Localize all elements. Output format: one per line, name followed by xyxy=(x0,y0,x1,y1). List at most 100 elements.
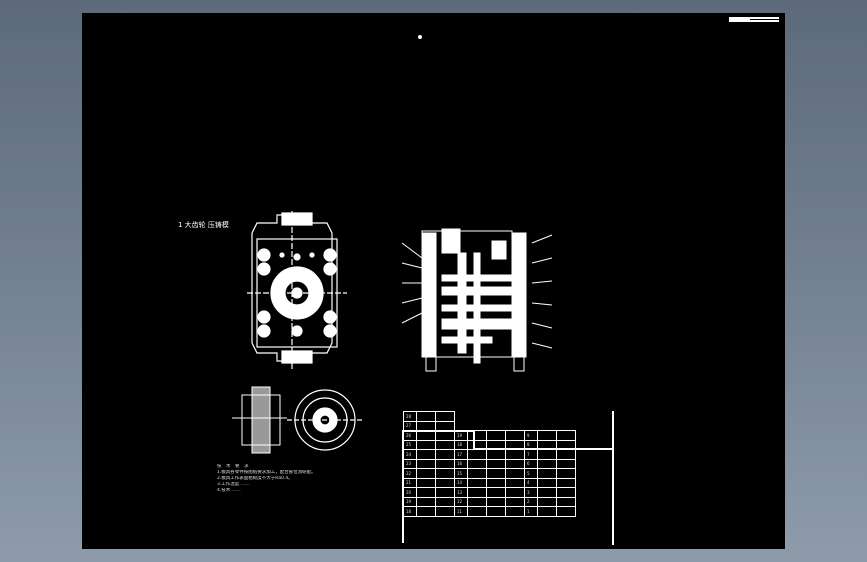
table-cell: 3 xyxy=(524,487,538,498)
table-cell xyxy=(537,439,557,450)
note-line: 4.技术 …… xyxy=(217,488,241,493)
table-cell xyxy=(556,506,576,517)
table-cell: 19 xyxy=(454,430,468,441)
table-cell xyxy=(416,430,436,441)
table-cell: 11 xyxy=(454,506,468,517)
table-cell xyxy=(416,487,436,498)
table-cell xyxy=(467,458,487,469)
table-cell xyxy=(416,506,436,517)
table-cell xyxy=(505,496,525,507)
table-cell xyxy=(416,477,436,488)
cad-drawing xyxy=(232,17,779,545)
table-cell xyxy=(556,496,576,507)
table-cell xyxy=(486,439,506,450)
drawing-title: 1 大齿轮 压铸模 xyxy=(178,221,229,229)
table-cell xyxy=(505,449,525,460)
table-row: 25 18 8 xyxy=(403,439,576,450)
table-cell xyxy=(416,439,436,450)
table-cell: 1 xyxy=(524,506,538,517)
table-cell: 8 xyxy=(524,439,538,450)
table-cell xyxy=(537,477,557,488)
table-cell xyxy=(467,506,487,517)
table-cell xyxy=(537,458,557,469)
table-cell xyxy=(435,458,455,469)
table-cell: 13 xyxy=(454,487,468,498)
table-cell xyxy=(435,449,455,460)
table-cell: 18 xyxy=(403,506,417,517)
table-cell xyxy=(556,439,576,450)
drawing-canvas[interactable]: 1 大齿轮 压铸模 技 术 要 求 1.模具各零件按图纸要求加工，配合部位须研配… xyxy=(82,13,785,549)
table-cell xyxy=(505,506,525,517)
table-cell: 26 xyxy=(403,430,417,441)
table-cell xyxy=(467,468,487,479)
part-section-detail xyxy=(232,386,287,454)
table-cell xyxy=(435,411,455,422)
note-line: 技 术 要 求 xyxy=(217,464,249,469)
table-cell xyxy=(505,458,525,469)
table-cell xyxy=(556,430,576,441)
table-row: 24 17 7 xyxy=(403,449,576,460)
note-line: 1.模具各零件按图纸要求加工，配合部位须研配。 xyxy=(217,470,316,475)
table-cell xyxy=(416,496,436,507)
table-cell: 24 xyxy=(403,449,417,460)
table-cell xyxy=(537,449,557,460)
note-line: 3.工作温度 …… xyxy=(217,482,250,487)
table-cell xyxy=(486,458,506,469)
table-cell: 27 xyxy=(403,420,417,431)
table-cell: 23 xyxy=(403,458,417,469)
table-cell: 4 xyxy=(524,477,538,488)
table-cell xyxy=(467,449,487,460)
table-cell xyxy=(505,439,525,450)
table-cell xyxy=(537,468,557,479)
table-cell xyxy=(467,496,487,507)
table-cell: 5 xyxy=(524,468,538,479)
table-cell: 22 xyxy=(403,468,417,479)
table-cell xyxy=(467,439,487,450)
table-cell xyxy=(467,477,487,488)
table-cell xyxy=(556,487,576,498)
table-cell xyxy=(435,496,455,507)
table-cell xyxy=(556,468,576,479)
table-cell xyxy=(416,458,436,469)
table-cell xyxy=(486,449,506,460)
table-cell xyxy=(435,430,455,441)
table-cell: 15 xyxy=(454,468,468,479)
table-cell xyxy=(505,468,525,479)
table-cell xyxy=(486,477,506,488)
table-cell xyxy=(556,449,576,460)
mold-section-view xyxy=(401,228,553,372)
table-cell: 19 xyxy=(403,496,417,507)
reference-dot xyxy=(418,35,422,39)
table-cell xyxy=(537,496,557,507)
table-cell xyxy=(435,439,455,450)
technical-notes: 技 术 要 求 1.模具各零件按图纸要求加工，配合部位须研配。 2.模具工作表面… xyxy=(217,464,377,494)
table-cell xyxy=(556,477,576,488)
table-row: 19 12 2 xyxy=(403,496,576,507)
table-cell: 25 xyxy=(403,439,417,450)
part-plan-detail xyxy=(287,389,362,451)
table-cell: 7 xyxy=(524,449,538,460)
table-cell xyxy=(505,487,525,498)
table-cell xyxy=(537,487,557,498)
table-row: 22 15 5 xyxy=(403,468,576,479)
table-cell: 9 xyxy=(524,430,538,441)
table-cell xyxy=(435,506,455,517)
note-line: 2.模具工作表面粗糙度不大于Ra0.4。 xyxy=(217,476,293,481)
table-cell: 18 xyxy=(454,439,468,450)
table-cell: 12 xyxy=(454,496,468,507)
table-cell xyxy=(416,420,436,431)
table-cell xyxy=(537,506,557,517)
table-cell: 14 xyxy=(454,477,468,488)
table-cell xyxy=(486,468,506,479)
table-row: 28 xyxy=(403,411,576,422)
table-cell: 20 xyxy=(403,487,417,498)
table-row: 26 19 9 xyxy=(403,430,576,441)
table-cell: 2 xyxy=(524,496,538,507)
table-cell xyxy=(505,477,525,488)
table-cell xyxy=(467,430,487,441)
table-cell: 17 xyxy=(454,449,468,460)
table-cell xyxy=(537,430,557,441)
